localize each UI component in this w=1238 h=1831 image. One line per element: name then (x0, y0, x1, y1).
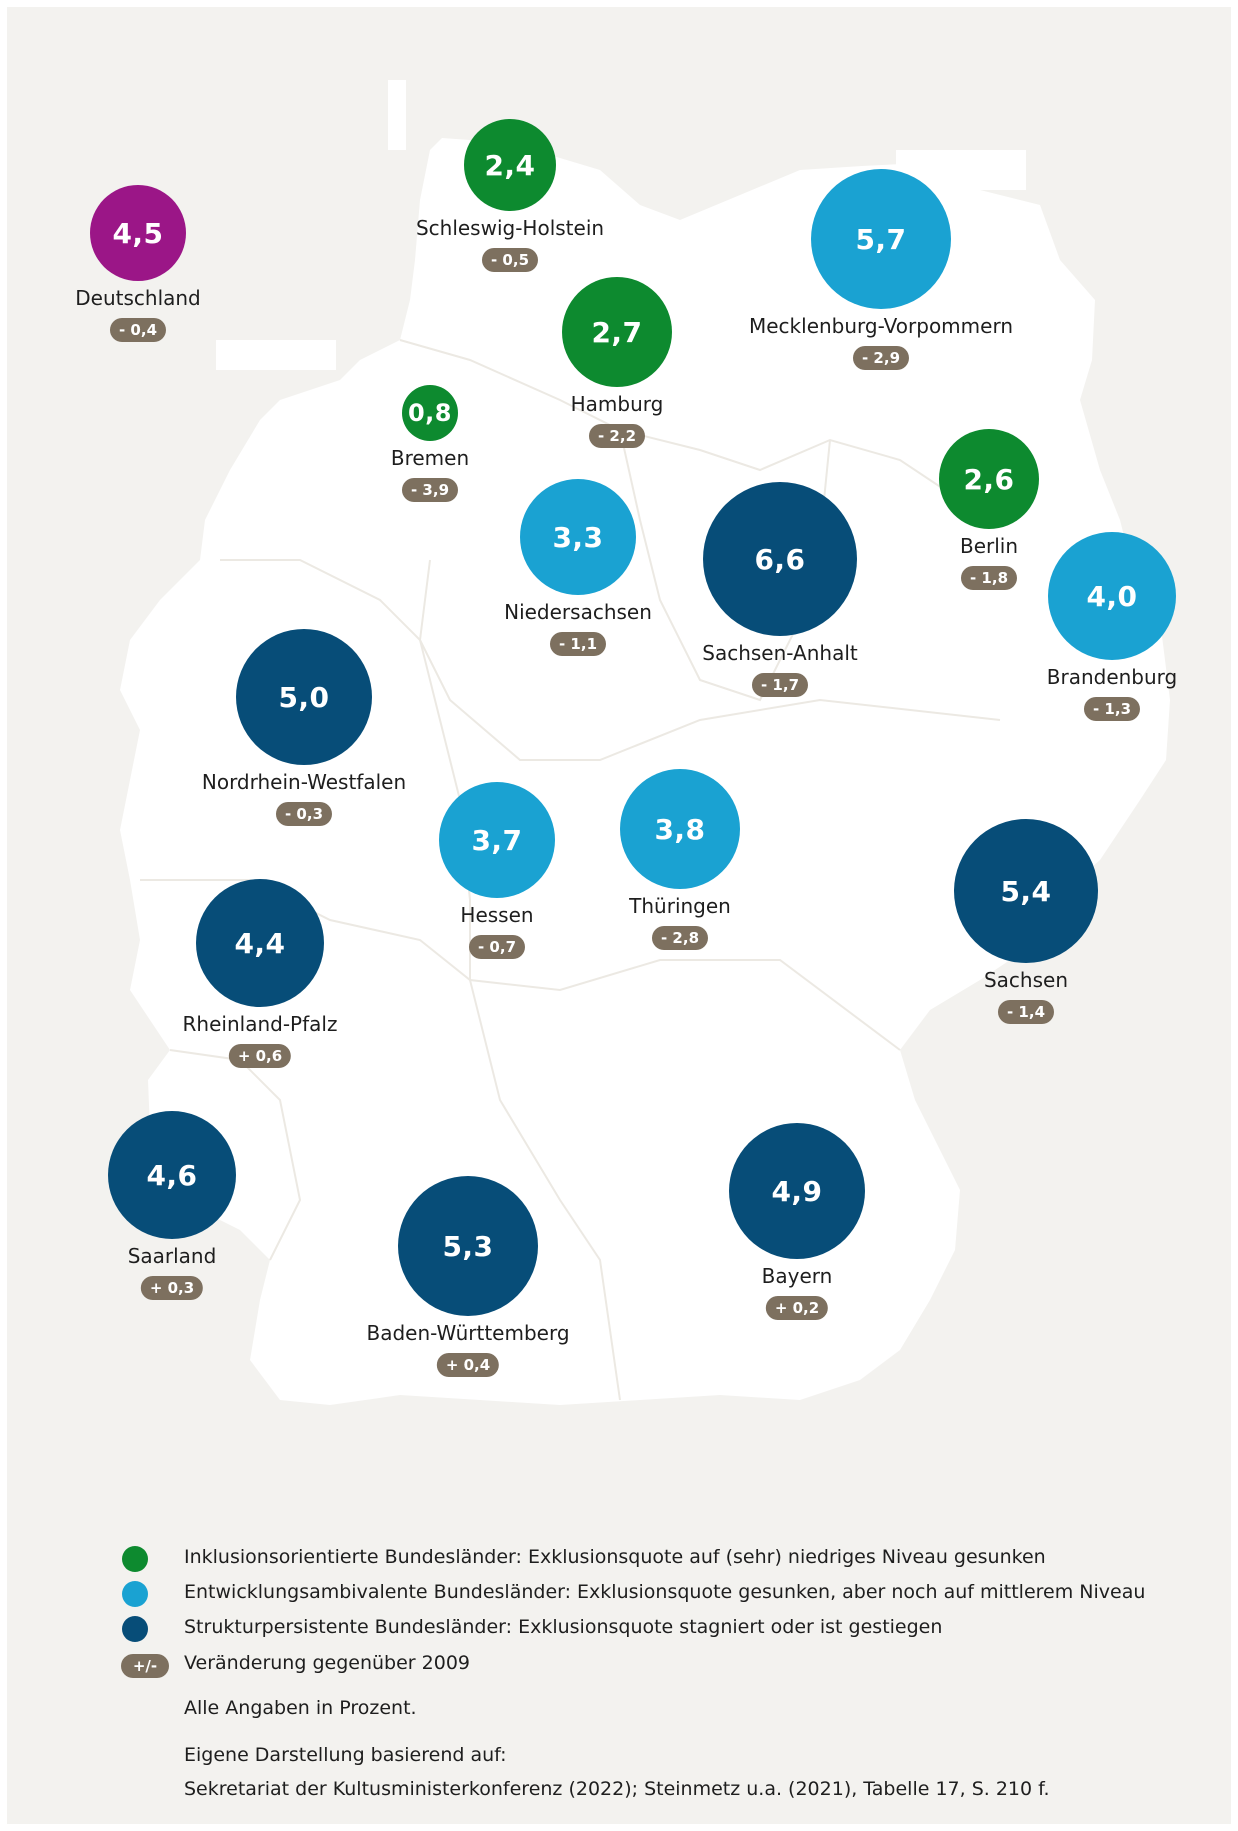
bubble-rheinland-pfalz: 4,4 (196, 879, 324, 1007)
state-name-schleswig-holstein: Schleswig-Holstein (415, 216, 605, 240)
bubble-brandenburg: 4,0 (1048, 532, 1176, 660)
state-border (220, 559, 1001, 761)
state-name-berlin: Berlin (959, 534, 1019, 558)
unit-note: Alle Angaben in Prozent. (184, 1697, 417, 1719)
state-name-rheinland-pfalz: Rheinland-Pfalz (182, 1012, 338, 1036)
bubble-berlin: 2,6 (939, 429, 1039, 529)
bubble-niedersachsen: 3,3 (520, 479, 636, 595)
change-badge-nordrhein-westfalen: - 0,3 (275, 802, 333, 826)
change-badge-saarland: + 0,3 (140, 1276, 204, 1300)
germany-outline (120, 138, 1170, 1405)
state-name-mecklenburg-vorpommern: Mecklenburg-Vorpommern (749, 314, 1013, 338)
bubble-sachsen: 5,4 (954, 819, 1098, 963)
source-line-1: Eigene Darstellung basierend auf: (184, 1744, 507, 1766)
state-name-baden-württemberg: Baden-Württemberg (366, 1321, 570, 1345)
bubble-hessen: 3,7 (439, 782, 555, 898)
state-name-hessen: Hessen (460, 903, 534, 927)
state-name-thüringen: Thüringen (629, 894, 731, 918)
state-name-sachsen: Sachsen (983, 968, 1069, 992)
island (216, 340, 336, 370)
bubble-schleswig-holstein: 2,4 (464, 119, 556, 211)
legend-persistent-dot (122, 1616, 148, 1642)
change-badge-brandenburg: - 1,3 (1083, 697, 1141, 721)
state-name-brandenburg: Brandenburg (1046, 665, 1178, 689)
change-badge-thüringen: - 2,8 (651, 926, 709, 950)
island (388, 80, 406, 150)
change-badge-bremen: - 3,9 (401, 478, 459, 502)
change-badge-baden-württemberg: + 0,4 (436, 1353, 500, 1377)
change-badge-sachsen: - 1,4 (997, 1000, 1055, 1024)
state-border (169, 1049, 302, 1261)
change-badge-hessen: - 0,7 (468, 935, 526, 959)
bubble-mecklenburg-vorpommern: 5,7 (811, 169, 951, 309)
state-name-sachsen-anhalt: Sachsen-Anhalt (702, 641, 858, 665)
bubble-thüringen: 3,8 (620, 769, 740, 889)
state-name-hamburg: Hamburg (570, 392, 664, 416)
change-badge-niedersachsen: - 1,1 (549, 632, 607, 656)
change-badge-rheinland-pfalz: + 0,6 (228, 1044, 292, 1068)
change-badge-schleswig-holstein: - 0,5 (481, 248, 539, 272)
bubble-baden-württemberg: 5,3 (398, 1176, 538, 1316)
change-badge-berlin: - 1,8 (960, 566, 1018, 590)
bubble-saarland: 4,6 (108, 1111, 236, 1239)
bubble-deutschland: 4,5 (90, 185, 186, 281)
state-name-deutschland: Deutschland (75, 286, 201, 310)
source-line-2: Sekretariat der Kultusministerkonferenz … (184, 1778, 1050, 1800)
legend-persistent-label: Strukturpersistente Bundesländer: Exklus… (184, 1616, 943, 1638)
state-name-nordrhein-westfalen: Nordrhein-Westfalen (201, 770, 407, 794)
legend-inclusion-dot (122, 1546, 148, 1572)
bubble-nordrhein-westfalen: 5,0 (236, 629, 372, 765)
legend-change-badge: +/- (121, 1654, 169, 1678)
change-badge-mecklenburg-vorpommern: - 2,9 (852, 346, 910, 370)
bubble-sachsen-anhalt: 6,6 (703, 482, 857, 636)
bubble-hamburg: 2,7 (562, 277, 672, 387)
state-border (399, 339, 961, 501)
legend-ambivalent-dot (122, 1581, 148, 1607)
change-badge-hamburg: - 2,2 (588, 424, 646, 448)
legend-ambivalent-label: Entwicklungsambivalente Bundesländer: Ex… (184, 1581, 1146, 1603)
state-name-bayern: Bayern (761, 1264, 833, 1288)
state-name-bremen: Bremen (390, 446, 470, 470)
change-badge-sachsen-anhalt: - 1,7 (751, 673, 809, 697)
change-badge-deutschland: - 0,4 (109, 318, 167, 342)
legend-change-label: Veränderung gegenüber 2009 (184, 1652, 470, 1674)
legend-inclusion-label: Inklusionsorientierte Bundesländer: Exkl… (184, 1546, 1046, 1568)
state-name-saarland: Saarland (127, 1244, 217, 1268)
bubble-bayern: 4,9 (729, 1123, 865, 1259)
state-name-niedersachsen: Niedersachsen (504, 600, 652, 624)
change-badge-bayern: + 0,2 (765, 1296, 829, 1320)
bubble-bremen: 0,8 (402, 385, 458, 441)
